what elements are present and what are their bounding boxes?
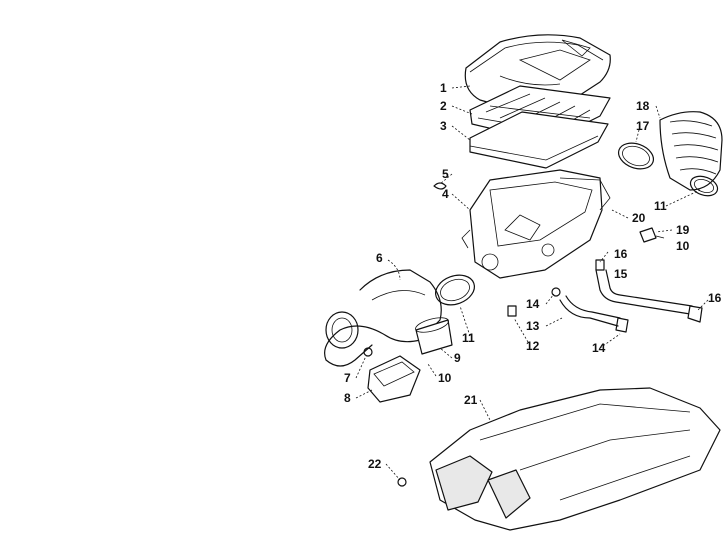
label-1: 1 [440,81,447,95]
intake-boot [659,111,723,191]
airbox-cover [464,34,611,110]
label-17: 17 [636,119,650,133]
label-10-right: 10 [676,239,690,253]
label-22: 22 [368,457,382,471]
label-15: 15 [614,267,628,281]
fitting-14b [615,317,629,333]
fitting-16a [595,259,605,271]
label-9: 9 [454,351,461,365]
fitting-12 [507,305,517,317]
label-19: 19 [676,223,690,237]
label-13: 13 [526,319,540,333]
label-11-upper: 11 [654,199,667,213]
fitting-14a [551,287,561,297]
label-16-right: 16 [708,291,722,305]
fitting-7 [363,347,373,357]
label-8: 8 [344,391,351,405]
label-18: 18 [636,99,650,113]
label-3: 3 [440,119,447,133]
airbox-base [461,169,611,279]
silencer-8 [367,355,421,403]
part-labels: 1 2 3 5 4 18 17 11 20 19 10 16 15 6 14 1… [344,81,722,471]
hose-13 [559,295,621,327]
fastener-22 [397,477,407,487]
label-12: 12 [526,339,540,353]
clamp-11-upper [689,175,719,197]
label-14-upper: 14 [526,297,540,311]
label-14-lower: 14 [592,341,606,355]
clamp-11-lower [435,274,475,306]
label-7: 7 [344,371,351,385]
label-21: 21 [464,393,478,407]
label-10-lower: 10 [438,371,452,385]
label-16-upper: 16 [614,247,628,261]
leader-lines [355,85,709,481]
label-5: 5 [442,167,449,181]
clip-5 [433,182,447,190]
label-11-lower: 11 [462,331,475,345]
label-2: 2 [440,99,447,113]
label-4: 4 [442,187,449,201]
hose-15 [595,269,693,315]
clamp-17 [617,142,655,170]
sensor-19 [639,227,665,243]
label-6: 6 [376,251,383,265]
label-20: 20 [632,211,646,225]
filter-frame [469,111,609,169]
shroud-21 [429,387,721,531]
intake-tube [324,269,442,367]
coupler-9 [415,317,453,355]
fitting-16b [687,305,703,323]
